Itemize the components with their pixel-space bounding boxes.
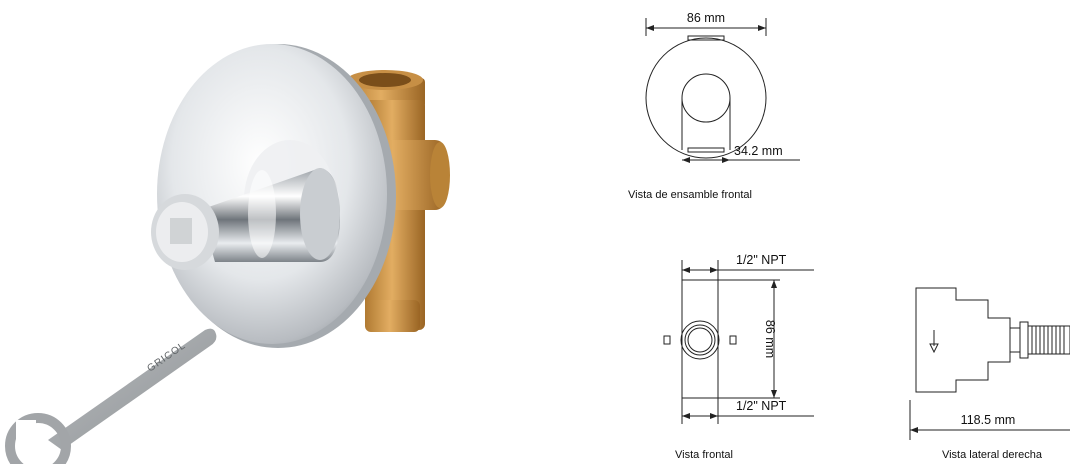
front-nut-outer [680,320,720,360]
drawings-canvas: 86 mm 34.2 mm Vista de ensamble frontal [628,11,1070,461]
button-diameter-label: 34.2 mm [734,144,783,158]
side-view: 118.5 mm Vista lateral derecha [909,287,1070,461]
technical-drawings: 86 mm 34.2 mm Vista de ensamble frontal [560,0,1070,464]
plate-outline [645,37,767,159]
side-threaded-stem [1027,325,1070,355]
push-button [151,168,340,270]
front-assembly-caption: Vista de ensamble frontal [628,189,752,201]
wrench-tool: GRICOL [5,328,217,469]
height-label: 86 mm [763,320,777,358]
front-assembly-view: 86 mm 34.2 mm Vista de ensamble frontal [628,11,800,201]
front-body-outline [681,279,719,399]
diameter-label: 86 mm [687,11,725,25]
valve-illustration: GRICOL [5,44,450,469]
button-outline [681,73,731,123]
side-view-caption: Vista lateral derecha [942,449,1043,461]
side-body-outline [915,287,1011,393]
bottom-thread-label: 1/2" NPT [736,399,787,413]
length-label: 118.5 mm [961,413,1016,427]
front-view: 1/2" NPT 86 mm 1/2" NPT Vista f [663,253,814,461]
front-view-caption: Vista frontal [675,449,733,461]
product-photo: GRICOL [5,44,450,469]
top-thread-label: 1/2" NPT [736,253,787,267]
